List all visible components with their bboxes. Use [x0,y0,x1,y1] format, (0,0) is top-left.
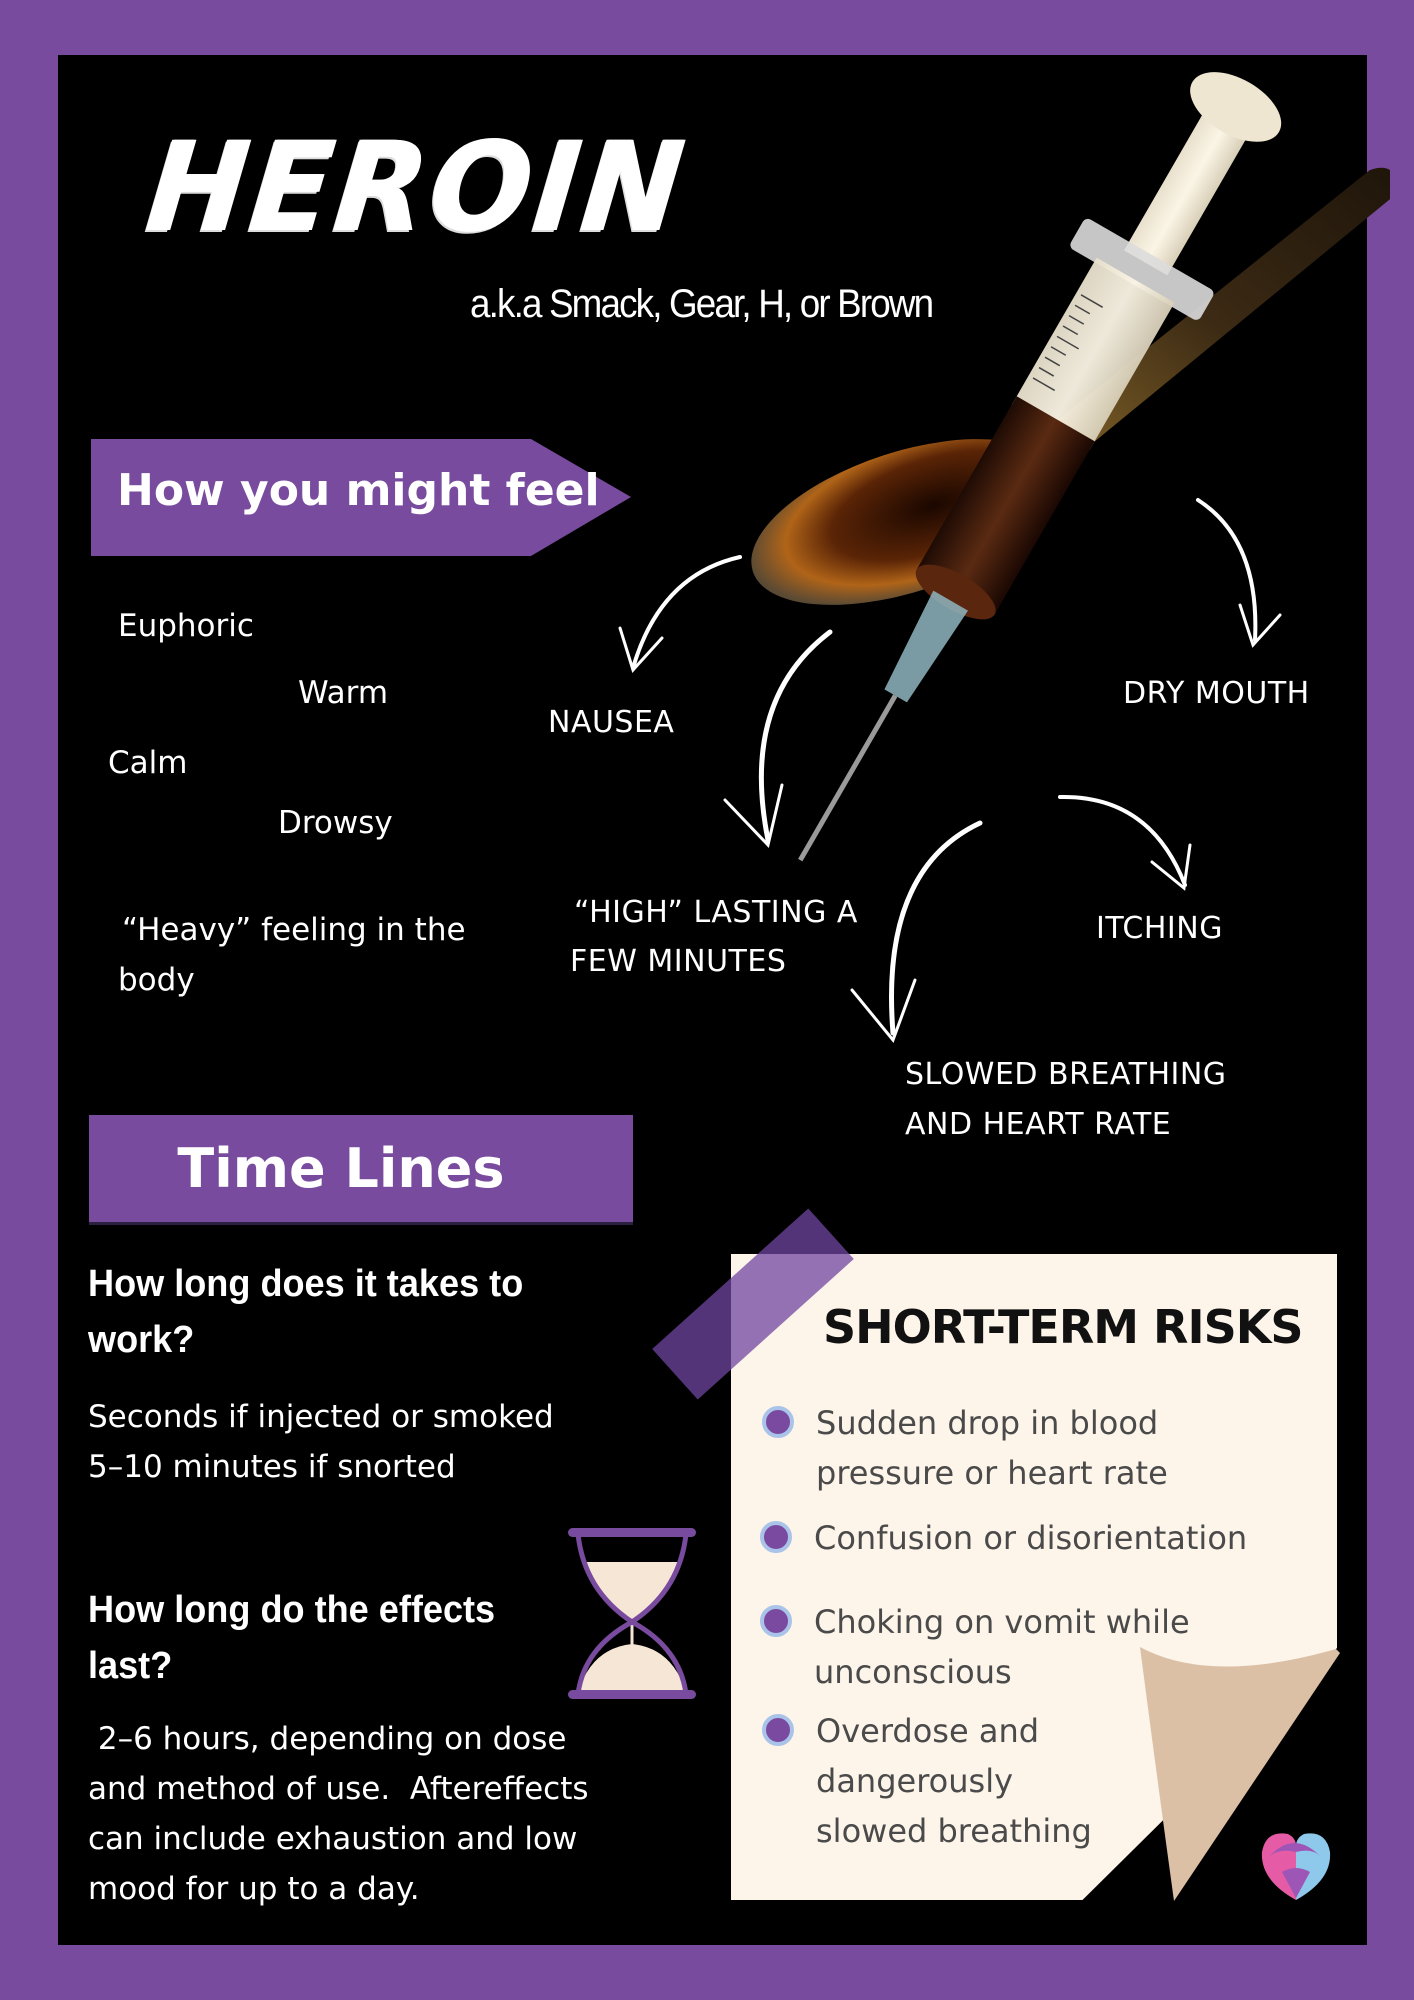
answer-duration-line2: and method of use. Aftereffects [88,1771,589,1807]
heart-hands-logo-icon [1261,1833,1331,1900]
street-names: a.k.a Smack, Gear, H, or Brown [470,282,934,326]
effect-itching: ITCHING [1096,911,1223,946]
answer-duration-line3: can include exhaustion and low [88,1821,578,1857]
effect-slowed-line2: AND HEART RATE [905,1107,1172,1142]
feel-heavy-line1: “Heavy” feeling in the [122,912,466,948]
page-curl [1140,1647,1340,1901]
feel-calm: Calm [108,745,188,781]
question-duration-line2: last? [88,1645,173,1687]
answer-duration-line4: mood for up to a day. [88,1871,420,1907]
timelines-banner: Time Lines [89,1115,633,1225]
bullet-icon [760,1605,792,1637]
timelines-heading: Time Lines [177,1137,505,1200]
risk-text-line: slowed breathing [816,1812,1092,1850]
bullet-icon [762,1714,794,1746]
risk-text-line: Overdose and [816,1712,1040,1750]
bullet-icon [762,1406,794,1438]
risk-text-line: unconscious [814,1653,1012,1691]
feel-heading: How you might feel [117,465,600,516]
feel-banner: How you might feel [91,439,631,556]
feel-euphoric: Euphoric [118,608,254,644]
feel-drowsy: Drowsy [278,805,393,841]
hourglass-icon [568,1528,696,1699]
risk-item: Choking on vomit while unconscious [760,1597,1190,1697]
arrow-banner-shape [91,439,631,556]
risk-item: Confusion or disorientation [760,1513,1247,1563]
risk-text-line: Choking on vomit while [814,1603,1190,1641]
feel-heavy-line2: body [118,962,195,998]
syringe-spoon-photo [751,72,1390,862]
risk-text-line: Sudden drop in blood [816,1404,1159,1442]
feel-warm: Warm [298,675,389,711]
risk-text-line: pressure or heart rate [816,1454,1168,1492]
effect-high-line1: “HIGH” LASTING A [574,895,858,930]
bullet-icon [760,1521,792,1553]
risk-item: Sudden drop in blood pressure or heart r… [762,1398,1168,1498]
question-onset-line2: work? [88,1319,195,1361]
effect-high-line2: FEW MINUTES [570,944,787,979]
risk-text-line: dangerously [816,1762,1014,1800]
question-duration-line1: How long do the effects [88,1589,496,1631]
effect-arrows [618,498,1282,1043]
answer-onset-line2: 5–10 minutes if snorted [88,1449,456,1485]
question-onset-line1: How long does it takes to [88,1263,524,1305]
effect-nausea: NAUSEA [548,705,675,740]
risks-heading: SHORT-TERM RISKS [823,1300,1303,1354]
risk-text-line: Confusion or disorientation [814,1519,1248,1557]
risk-item: Overdose and dangerously slowed breathin… [762,1706,1092,1856]
effect-dry-mouth: DRY MOUTH [1123,676,1310,711]
answer-onset-line1: Seconds if injected or smoked [88,1399,554,1435]
effect-slowed-line1: SLOWED BREATHING [905,1057,1227,1092]
answer-duration-line1: 2–6 hours, depending on dose [88,1721,567,1757]
